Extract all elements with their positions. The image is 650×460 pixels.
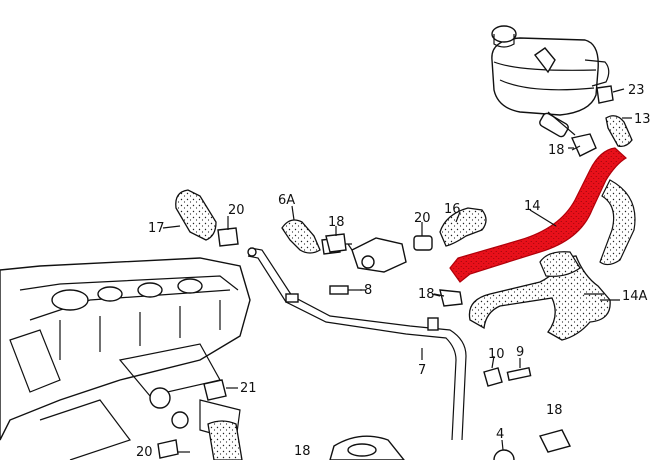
label-10: 10	[488, 347, 505, 362]
hose-14a	[468, 179, 636, 341]
clip-18-near-6a	[325, 226, 347, 253]
label-20-middle: 20	[414, 211, 431, 226]
clamp-20-left	[217, 216, 239, 247]
bolt-8	[329, 285, 362, 295]
label-18-bottom-center: 18	[294, 444, 311, 459]
clip-18-middle	[431, 289, 463, 307]
label-23: 23	[628, 83, 645, 98]
clip-18-upper	[568, 133, 597, 157]
clip-23	[596, 85, 625, 104]
label-21: 21	[240, 381, 257, 396]
part-labels: 23 13 18 14 16 20 18 6A 20 17 8 18 14A 7…	[136, 83, 650, 460]
hose-14-highlighted	[449, 147, 628, 283]
label-17: 17	[148, 221, 165, 236]
label-9: 9	[516, 345, 524, 360]
clip-10	[483, 355, 503, 387]
label-8: 8	[364, 283, 372, 298]
label-20-left: 20	[228, 203, 245, 218]
expansion-tank	[491, 25, 610, 138]
engine-block	[0, 257, 251, 460]
label-18-lower-right: 18	[546, 403, 563, 418]
leader-lines	[162, 145, 620, 453]
label-14a: 14A	[622, 289, 648, 304]
label-7: 7	[418, 363, 426, 378]
bolt-9	[506, 358, 532, 382]
label-6a: 6A	[278, 193, 295, 208]
pipe-7	[247, 247, 467, 441]
flange-lower-center	[329, 435, 405, 460]
hose-16	[439, 207, 487, 247]
hose-17	[175, 189, 217, 241]
label-4: 4	[496, 427, 504, 442]
part-4	[493, 439, 515, 460]
hose-lower-left	[157, 420, 243, 460]
label-13: 13	[634, 112, 650, 127]
label-20-bottom: 20	[136, 445, 153, 460]
label-14: 14	[524, 199, 541, 214]
label-18-middle: 18	[418, 287, 435, 302]
clamp-21	[203, 379, 227, 401]
label-18-upper: 18	[548, 143, 565, 158]
hose-13	[605, 115, 633, 148]
label-18-6a: 18	[328, 215, 345, 230]
hose-6a	[281, 205, 321, 254]
clip-18-lower	[538, 429, 572, 453]
label-16: 16	[444, 202, 461, 217]
clamp-20-middle	[413, 222, 433, 251]
